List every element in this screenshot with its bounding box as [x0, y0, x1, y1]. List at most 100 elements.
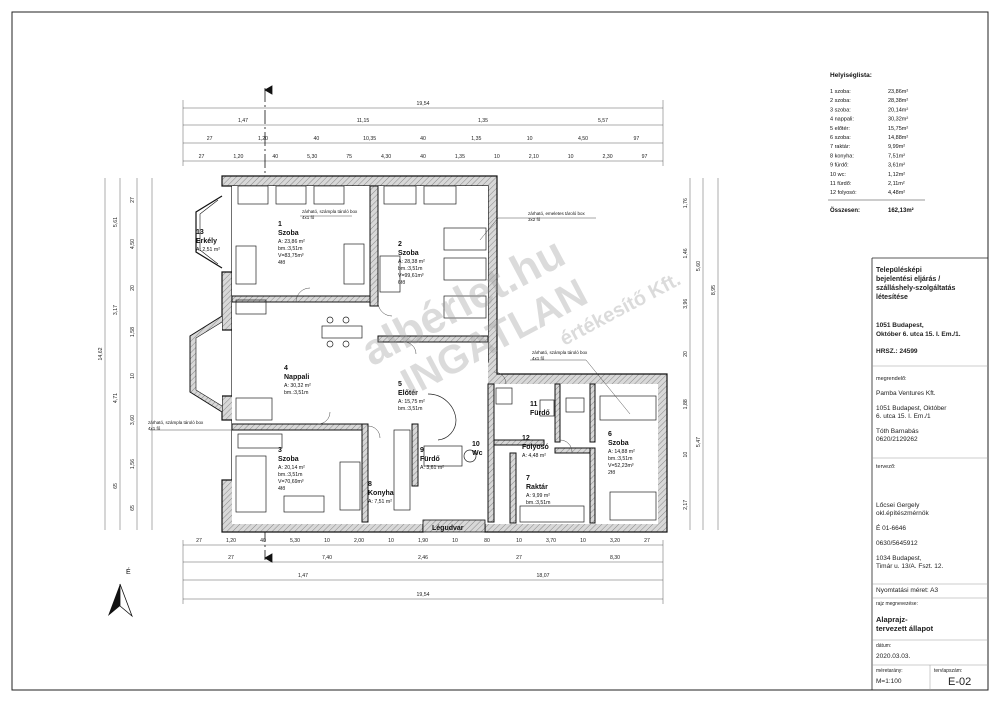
dimension-value: 4,50	[130, 239, 136, 249]
room-name: Szoba	[278, 456, 299, 463]
storage-notes: zárható, számpla tároló box 4x1 fő zárha…	[148, 209, 588, 532]
room-number: 5	[398, 381, 402, 388]
dimension-value: 1,47	[238, 118, 248, 124]
door-swings	[295, 287, 573, 453]
dimension-value: 2,17	[683, 500, 689, 510]
legend-room-area: 14,88m²	[888, 135, 908, 141]
room-name: Wc	[472, 450, 483, 457]
room-name: Raktár	[526, 484, 548, 491]
room-number: 7	[526, 475, 530, 482]
titleblock-line: Pamba Ventures Kft.	[876, 390, 936, 397]
legend-room-name: 9 fürdő:	[830, 163, 849, 169]
legend-room-name: 5 előtér:	[830, 126, 850, 132]
dimension-value: 1,76	[683, 198, 689, 208]
dimension-value: 4,71	[113, 393, 119, 403]
dimension-value: 1,88	[683, 399, 689, 409]
dimension-value: 10	[516, 538, 522, 544]
dimension-value: 1,58	[130, 327, 136, 337]
drawing-title: Alaprajz-tervezett állapot	[876, 615, 986, 633]
dimension-value: 5,57	[598, 118, 608, 124]
room-name: Fürdő	[530, 410, 550, 417]
room-info: A: 4,48 m²	[522, 453, 546, 459]
titleblock-line	[876, 398, 986, 406]
dimension-value: 1,47	[298, 573, 308, 579]
dimension-value: 1,90	[418, 538, 428, 544]
titleblock-line: Timár u. 13/A. Fszt. 12.	[876, 562, 944, 570]
dimension-value: 10	[568, 154, 574, 160]
legend-room-name: 4 nappali:	[830, 117, 854, 123]
room-info: 4fő	[278, 486, 285, 492]
legend-room-name: 1 szoba:	[830, 89, 851, 95]
room-info: V=70,69m³	[278, 479, 304, 485]
sheet-label: tervlapszám:	[934, 668, 963, 674]
titleblock-line: Alaprajz-	[876, 615, 908, 624]
legend-room-area: 7,51m²	[888, 153, 905, 159]
room-info: 4fő	[278, 260, 285, 266]
dimension-value: 2,00	[354, 538, 364, 544]
dimension-value: 65	[113, 483, 119, 489]
room-info: bm.:3,51m	[526, 500, 551, 506]
titleblock-line: 1051 Budapest, Október	[876, 405, 947, 413]
legend-room-area: 2,11m²	[888, 181, 905, 187]
titleblock-line: 0620/2129262	[876, 435, 918, 443]
titleblock-line: Lőcsei Gergely	[876, 502, 920, 509]
titleblock-line	[876, 532, 986, 540]
dimension-value: 10	[580, 538, 586, 544]
titleblock-line: 1051 Budapest,	[876, 322, 924, 329]
room-number: 11	[530, 401, 538, 408]
titleblock-line: Október 6. utca 15. I. Em./1.	[876, 330, 961, 338]
dimension-value: 18,07	[537, 573, 550, 579]
room-name: Szoba	[278, 230, 299, 237]
dimension-value: 27	[516, 555, 522, 561]
titleblock-line: tervezett állapot	[876, 624, 934, 633]
titleblock-line: szálláshely-szolgáltatás	[876, 285, 956, 292]
room-number: 1	[278, 221, 282, 228]
dimension-value: 75	[346, 154, 352, 160]
dimension-value: 8,30	[610, 555, 620, 561]
sheet-border	[11, 11, 989, 691]
room-name: Előtér	[398, 390, 418, 397]
titleblock-line: bejelentési eljárás /	[876, 276, 941, 283]
dimension-value: 10	[388, 538, 394, 544]
dimension-value: 1,20	[233, 154, 243, 160]
note-3-sub: 4x1 fő	[532, 356, 545, 361]
titleblock-line: É 01-6646	[876, 524, 906, 532]
room-name: Szoba	[398, 250, 419, 257]
titleblock-line: 1034 Budapest,	[876, 555, 922, 563]
annotation-leaders	[150, 215, 631, 431]
date-label: dátum:	[876, 643, 892, 649]
legend-room-name: 2 szoba:	[830, 98, 851, 104]
dimension-value: 3,17	[113, 305, 119, 315]
room-info: V=99,61m³	[398, 273, 424, 279]
dimension-value: 1,35	[478, 118, 488, 124]
room-name: Nappali	[284, 374, 309, 381]
dimension-value: 1,35	[471, 136, 481, 142]
room-info: A: 2,51 m²	[196, 247, 220, 253]
dimension-value: 8,95	[711, 285, 717, 295]
dimension-value: 5,60	[696, 261, 702, 271]
legend-room-area: 28,38m²	[888, 98, 908, 104]
legend-room-area: 30,32m²	[888, 117, 908, 123]
dimension-value: 3,96	[683, 299, 689, 309]
legend-room-area: 9,99m²	[888, 144, 905, 150]
room-number: 10	[472, 441, 480, 448]
titleblock-line	[876, 548, 986, 556]
dimension-value: 7,40	[322, 555, 332, 561]
legend-room-name: 10 wc:	[830, 172, 846, 178]
dimension-value: 11,15	[357, 118, 370, 124]
dimension-value: 27	[228, 555, 234, 561]
room-info: 6fő	[398, 280, 405, 286]
legend-room-area: 15,75m²	[888, 126, 908, 132]
north-label: É	[126, 567, 131, 576]
titleblock-line: okl.építészmérnök	[876, 509, 929, 517]
date-value: 2020.03.03.	[876, 653, 911, 660]
room-info: A: 15,75 m²	[398, 399, 425, 405]
dimension-value: 65	[130, 505, 136, 511]
dimension-value: 19,54	[417, 592, 430, 598]
dimension-value: 3,20	[610, 538, 620, 544]
titleblock-address: 1051 Budapest,Október 6. utca 15. I. Em.…	[876, 322, 988, 339]
note-1: zárható, számpla tároló box	[302, 209, 358, 214]
